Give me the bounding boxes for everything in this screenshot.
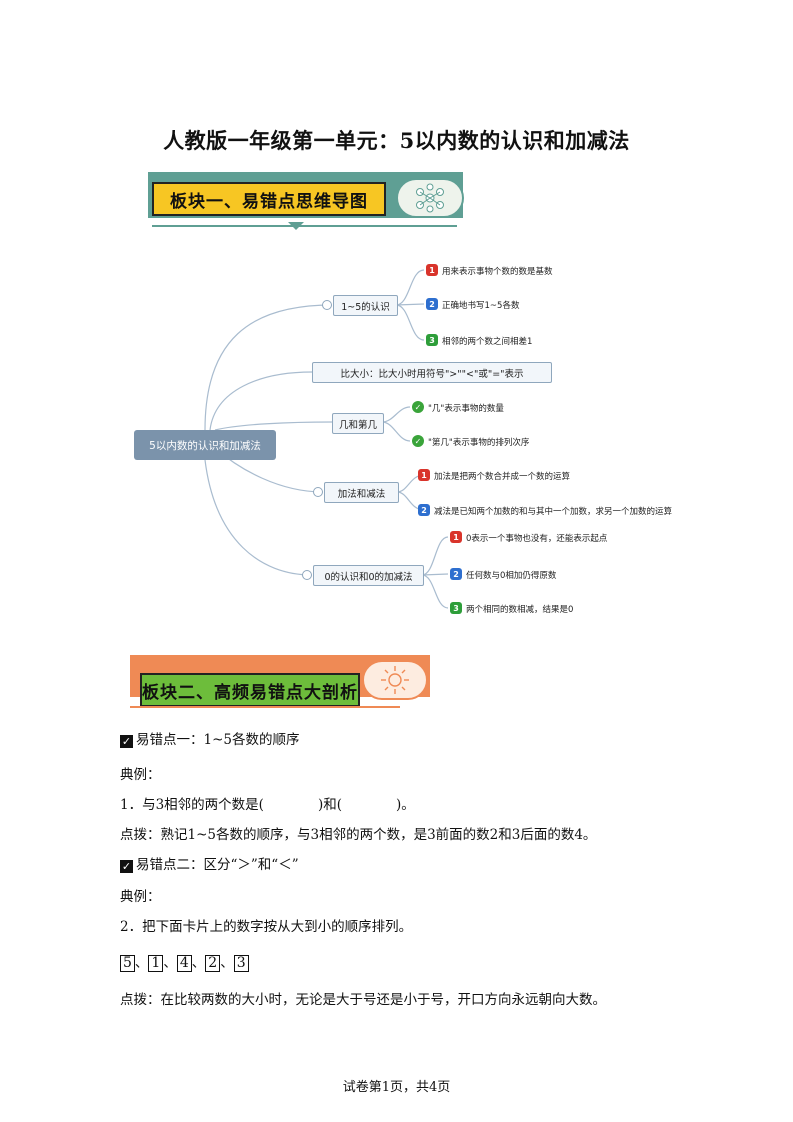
branch-1-node: 1~5的认识 — [333, 295, 398, 316]
branch-5-node: 0的认识和0的加减法 — [313, 565, 424, 586]
separator: 、 — [134, 955, 149, 971]
branch-5-leaf-2: 任何数与0相加仍得原数 — [466, 571, 557, 581]
collapse-toggle[interactable] — [302, 570, 312, 580]
error-point-1-title: 易错点一：1~5各数的顺序 — [136, 732, 300, 748]
network-icon — [396, 178, 464, 218]
checkbox-checked-icon: ✓ — [120, 735, 133, 748]
number-1-icon: 1 — [426, 264, 438, 276]
number-3-icon: 3 — [450, 602, 462, 614]
separator: 、 — [220, 955, 234, 971]
check-icon: ✓ — [412, 401, 424, 413]
branch-1-leaf-1: 用来表示事物个数的数是基数 — [442, 267, 553, 277]
branch-1-leaf-2: 正确地书写1~5各数 — [442, 301, 520, 311]
number-card: 2 — [205, 955, 221, 972]
section1-label: 板块一、易错点思维导图 — [152, 182, 386, 216]
separator: 、 — [191, 955, 206, 971]
mind-map-connectors — [204, 269, 449, 609]
number-card: 3 — [233, 955, 249, 972]
branch-2-node: 比大小：比大小时用符号">""<"或"="表示 — [312, 362, 552, 383]
page-footer: 试卷第1页，共4页 — [342, 1080, 451, 1095]
example-label: 典例： — [120, 767, 161, 783]
tip-1: 点拨：熟记1~5各数的顺序，与3相邻的两个数，是3前面的数2和3后面的数4。 — [120, 827, 597, 843]
question-2: 2．把下面卡片上的数字按从大到小的顺序排列。 — [120, 919, 413, 935]
branch-5-leaf-3: 两个相同的数相减，结果是0 — [466, 605, 574, 615]
checkbox-checked-icon: ✓ — [120, 860, 133, 873]
branch-4-leaf-1: 加法是把两个数合并成一个数的运算 — [434, 472, 571, 482]
sun-icon — [362, 660, 428, 700]
error-point-2-heading: ✓易错点二：区分“＞”和“＜” — [120, 853, 299, 873]
error-point-2-title: 易错点二：区分“＞”和“＜” — [136, 857, 299, 873]
branch-1-leaf-3: 相邻的两个数之间相差1 — [442, 337, 533, 347]
tip-2: 点拨：在比较两数的大小时，无论是大于号还是小于号，开口方向永远朝向大数。 — [120, 992, 606, 1008]
number-card: 5 — [120, 955, 135, 972]
example-label: 典例： — [120, 889, 161, 905]
separator: 、 — [163, 955, 177, 971]
branch-4-leaf-2: 减法是已知两个加数的和与其中一个加数，求另一个加数的运算 — [434, 507, 673, 517]
branch-5-leaf-1: 0表示一个事物也没有，还能表示起点 — [466, 534, 608, 544]
mindmap-root: 5以内数的认识和加减法 — [134, 430, 276, 460]
number-1-icon: 1 — [418, 469, 430, 481]
check-icon: ✓ — [412, 435, 424, 447]
number-1-icon: 1 — [450, 531, 462, 543]
number-card: 4 — [176, 955, 192, 972]
number-cards: 5、1、4、2、3 — [120, 951, 249, 972]
error-point-1-heading: ✓易错点一：1~5各数的顺序 — [120, 728, 300, 748]
number-2-icon: 2 — [426, 298, 438, 310]
section2-label: 板块二、高频易错点大剖析 — [140, 673, 360, 707]
collapse-toggle[interactable] — [313, 487, 323, 497]
page-title: 人教版一年级第一单元：5以内数的认识和加减法 — [163, 128, 630, 153]
branch-3-leaf-2: "第几"表示事物的排列次序 — [428, 438, 530, 448]
branch-3-leaf-1: "几"表示事物的数量 — [428, 404, 504, 414]
number-3-icon: 3 — [426, 334, 438, 346]
number-card: 1 — [148, 955, 164, 972]
question-1: 1．与3相邻的两个数是( )和( )。 — [120, 797, 415, 813]
number-2-icon: 2 — [450, 568, 462, 580]
collapse-toggle[interactable] — [322, 300, 332, 310]
branch-3-node: 几和第几 — [332, 413, 384, 434]
branch-4-node: 加法和减法 — [324, 482, 399, 503]
number-2-icon: 2 — [418, 504, 430, 516]
